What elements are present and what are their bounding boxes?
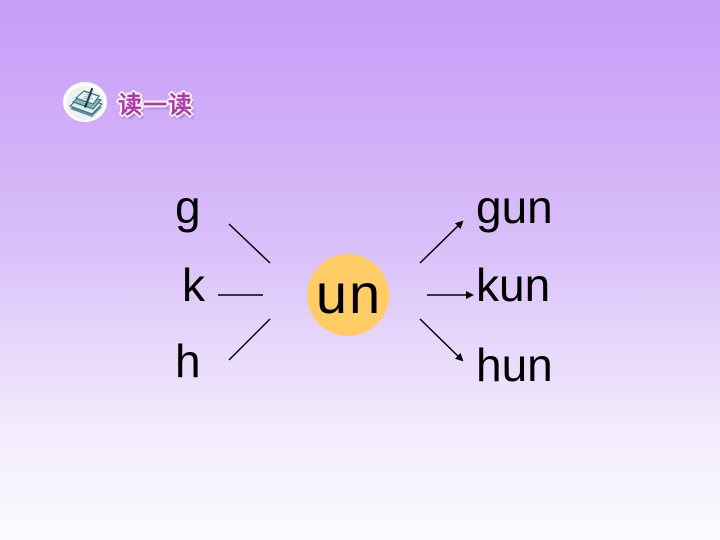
- final-un: un: [315, 262, 383, 325]
- initial-g: g: [175, 181, 201, 233]
- syllable-gun: gun: [476, 181, 553, 233]
- section-header: 读一读: [62, 78, 193, 126]
- arrow-to-hun: [419, 318, 464, 362]
- connector-h-line: [228, 318, 271, 361]
- syllable-kun: kun: [476, 259, 551, 311]
- initial-k: k: [182, 259, 205, 311]
- section-title: 读一读: [118, 90, 193, 119]
- final-highlight-circle: [307, 254, 389, 336]
- book-icon: [63, 82, 107, 122]
- initial-h: h: [175, 335, 201, 387]
- connector-g-line: [228, 223, 271, 264]
- syllable-hun: hun: [476, 339, 553, 391]
- arrow-to-gun: [419, 220, 464, 264]
